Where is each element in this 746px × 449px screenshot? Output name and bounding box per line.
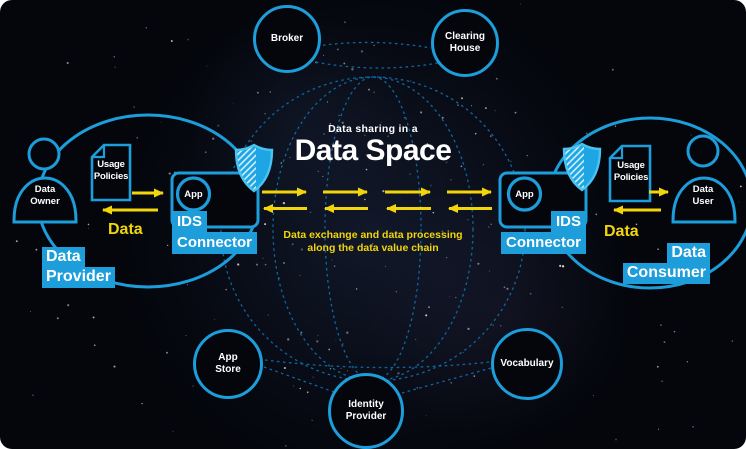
document-icon-left — [90, 143, 132, 202]
document-icon-right — [608, 144, 652, 203]
ids-tag-left: IDS — [172, 211, 208, 233]
data-flow-arrows — [102, 187, 669, 215]
data-flow-label-right: Data — [604, 223, 639, 240]
caption: Data exchange and data processing along … — [283, 229, 463, 254]
usage-policies-label-right: Usage Policies — [613, 160, 649, 183]
data-provider-label-1: Data — [42, 247, 85, 268]
data-flow-label-left: Data — [108, 221, 143, 238]
app-label-right: App — [515, 189, 534, 200]
connector-tag-left: Connector — [172, 232, 257, 254]
data-provider-label-2: Provider — [42, 267, 115, 288]
usage-policies-label-left: Usage Policies — [93, 159, 129, 182]
person-icon-data-owner — [12, 137, 78, 224]
person-icon-data-user — [671, 134, 737, 224]
subtitle: Data sharing in a — [328, 123, 418, 135]
service-circle-clearing-house: Clearing House — [431, 9, 499, 77]
data-consumer-label-2: Consumer — [622, 263, 710, 284]
service-circle-app-store: App Store — [193, 329, 263, 399]
app-circle-icon — [175, 176, 212, 212]
broker-label: Broker — [270, 32, 304, 44]
connector-tag-right: Connector — [501, 232, 586, 254]
service-circle-identity-provider: Identity Provider — [328, 373, 404, 449]
app-label-left: App — [184, 189, 203, 200]
page-title: Data Space — [294, 134, 452, 167]
service-circle-vocabulary: Vocabulary — [491, 328, 563, 400]
data-consumer-label-1: Data — [667, 243, 710, 264]
data-user-label: Data User — [692, 184, 714, 207]
app-circle-icon — [506, 176, 543, 212]
data-owner-label: Data Owner — [30, 184, 60, 207]
ids-tag-right: IDS — [550, 211, 586, 233]
service-circle-broker: Broker — [253, 5, 321, 73]
globe-grid — [220, 41, 526, 394]
